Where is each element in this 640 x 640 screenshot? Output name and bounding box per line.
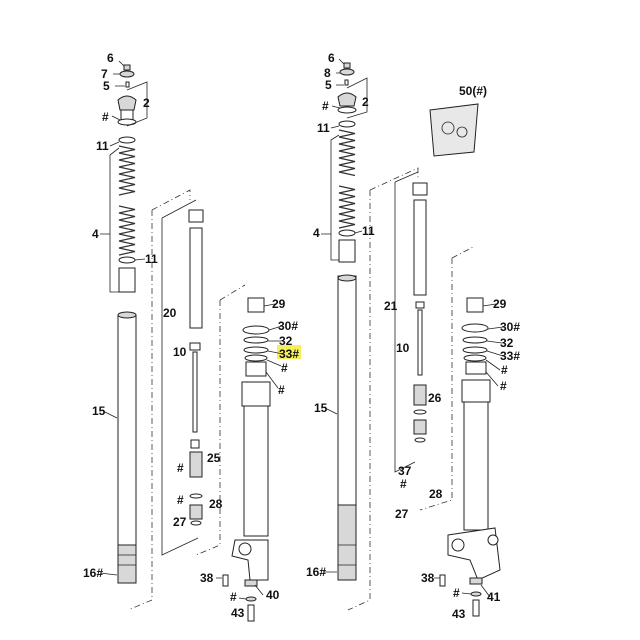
callout-hash: # — [400, 477, 407, 491]
callout-hash: # — [177, 461, 184, 475]
callout-4: 4 — [92, 227, 99, 241]
callout-5: 5 — [325, 78, 332, 92]
callout-29: 29 — [272, 297, 286, 311]
callout-43: 43 — [452, 607, 466, 621]
highlight-marker — [277, 345, 301, 359]
callout-hash: # — [177, 493, 184, 507]
left-damper-rod — [127, 189, 246, 611]
callout-27: 27 — [173, 515, 187, 529]
callout-10: 10 — [173, 345, 187, 359]
callout-27: 27 — [395, 507, 409, 521]
callout-11: 11 — [145, 252, 158, 266]
callout-26: 26 — [428, 391, 442, 405]
callout-32: 32 — [500, 336, 514, 350]
right-outer-leg — [439, 297, 501, 617]
callout-7: 7 — [101, 67, 108, 81]
callout-43: 43 — [231, 606, 245, 620]
callout-29: 29 — [493, 297, 507, 311]
right-damper-rod — [347, 167, 476, 611]
callout-6: 6 — [107, 51, 114, 65]
callout-hash: # — [501, 363, 508, 377]
left-outer-leg — [222, 297, 271, 622]
callout-hash: # — [322, 99, 329, 113]
callout-28: 28 — [429, 487, 443, 501]
callout-10: 10 — [396, 341, 410, 355]
callout-6: 6 — [328, 51, 335, 65]
callout-15: 15 — [314, 401, 328, 415]
kit-bag-icon — [429, 103, 479, 157]
callout-5: 5 — [103, 79, 110, 93]
callout-41: 41 — [487, 590, 501, 604]
callout-8: 8 — [324, 66, 331, 80]
callout-30: 30# — [278, 319, 298, 333]
callout-hash: # — [102, 110, 109, 124]
callout-15: 15 — [92, 404, 106, 418]
callout-2: 2 — [362, 95, 369, 109]
callout-hash: # — [281, 361, 288, 375]
callout-37: 37 — [398, 464, 412, 478]
callout-2: 2 — [143, 96, 150, 110]
callout-40: 40 — [266, 588, 280, 602]
callout-38: 38 — [200, 571, 214, 585]
callout-33: 33# — [500, 349, 520, 363]
kit-callout-50: 50(#) — [459, 84, 487, 98]
left-fork-inner-parts — [117, 64, 137, 584]
callout-16: 16# — [306, 565, 326, 579]
callout-4: 4 — [313, 226, 320, 240]
callout-30: 30# — [500, 320, 520, 334]
right-fork-inner-parts — [337, 62, 357, 581]
callout-11: 11 — [317, 121, 330, 135]
callout-11: 11 — [362, 224, 375, 238]
callout-28: 28 — [209, 497, 223, 511]
callout-21: 21 — [384, 299, 398, 313]
callout-hash: # — [453, 586, 460, 600]
callout-38: 38 — [421, 571, 435, 585]
callout-20: 20 — [163, 306, 177, 320]
leader-lines — [99, 58, 504, 600]
callout-hash: # — [500, 379, 507, 393]
callout-16: 16# — [83, 566, 103, 580]
callout-hash: # — [230, 590, 237, 604]
callout-11: 11 — [96, 139, 109, 153]
callout-32: 32 — [279, 334, 293, 348]
callout-25: 25 — [207, 451, 221, 465]
callout-33-highlighted: 33# — [279, 347, 299, 361]
callout-hash: # — [278, 383, 285, 397]
